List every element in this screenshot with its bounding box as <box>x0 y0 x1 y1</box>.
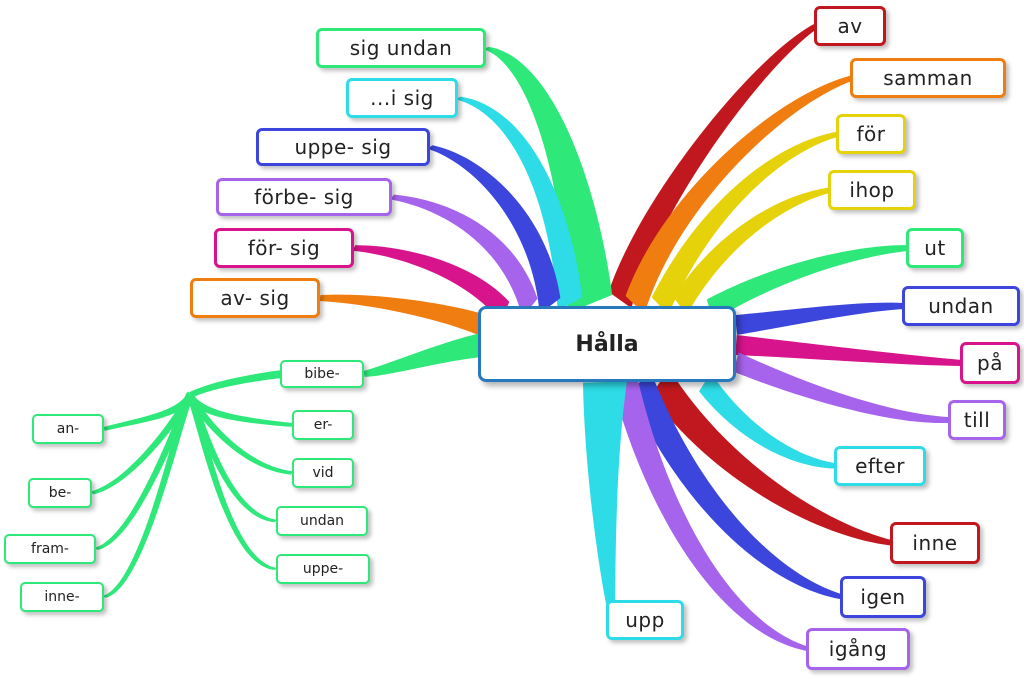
prefix-node-an[interactable]: an- <box>32 414 104 444</box>
node-label: be- <box>48 485 72 501</box>
node-label: undan <box>299 513 345 529</box>
node-label: till <box>963 408 991 432</box>
node-efter[interactable]: efter <box>834 446 926 486</box>
branch-upp <box>583 381 627 619</box>
node-label: uppe- <box>302 561 344 577</box>
branch-uppe-sig <box>427 145 561 314</box>
branch-bibe <box>363 333 485 377</box>
branch-igang <box>613 374 811 651</box>
branch-for-sig <box>352 245 510 323</box>
node-label: av- sig <box>220 286 290 310</box>
node-for[interactable]: för <box>836 114 906 154</box>
branch-for <box>651 131 841 315</box>
node-av-sig[interactable]: av- sig <box>190 278 320 318</box>
node-pa[interactable]: på <box>960 342 1020 384</box>
branch-prefix-left-2 <box>94 392 194 551</box>
node-label: inne <box>912 531 958 555</box>
branch-pa <box>735 335 963 366</box>
node-forbe-sig[interactable]: förbe- sig <box>216 178 392 216</box>
prefix-node-uppe[interactable]: uppe- <box>276 554 370 584</box>
branch-prefix-right-0 <box>188 391 293 427</box>
center-node-halla[interactable]: Hålla <box>478 306 736 382</box>
branch-prefix-right-2 <box>186 392 278 523</box>
branch-prefix-left-0 <box>103 391 192 431</box>
node-label: för- sig <box>247 236 321 260</box>
branch-undan <box>734 302 905 335</box>
branch-av-sig <box>319 294 484 336</box>
node-sig-undan[interactable]: sig undan <box>316 28 486 68</box>
branch-av <box>608 24 819 309</box>
node-label: samman <box>883 66 973 90</box>
node-label: uppe- sig <box>294 135 392 159</box>
prefix-node-be[interactable]: be- <box>28 478 92 508</box>
prefix-node-inne[interactable]: inne- <box>20 582 104 612</box>
node-label: ut <box>924 236 946 260</box>
branch-prefix-trunk <box>189 370 283 398</box>
node-ut[interactable]: ut <box>906 228 964 268</box>
node-uppe-sig[interactable]: uppe- sig <box>256 128 430 166</box>
node-upp[interactable]: upp <box>606 600 684 640</box>
node-label: efter <box>855 454 905 478</box>
branch-igen <box>629 371 845 600</box>
node-label: fram- <box>31 541 69 557</box>
node-till[interactable]: till <box>948 400 1006 440</box>
branch-samman <box>625 75 855 314</box>
prefix-node-vid[interactable]: vid <box>292 458 354 488</box>
node-label: er- <box>313 417 333 433</box>
branch-prefix-left-3 <box>102 393 194 598</box>
node-inne[interactable]: inne <box>890 522 980 564</box>
node-for-sig[interactable]: för- sig <box>214 228 354 268</box>
branch-sig-undan <box>483 46 613 314</box>
node-label: igen <box>860 585 906 609</box>
center-label: Hålla <box>575 331 639 357</box>
prefix-node-undan[interactable]: undan <box>276 506 368 536</box>
branch-efter <box>699 372 838 469</box>
node-undan[interactable]: undan <box>902 286 1020 326</box>
branch-i-sig <box>455 96 583 311</box>
node-label: ...i sig <box>370 86 434 110</box>
node-label: av <box>837 14 863 38</box>
node-label: upp <box>625 608 665 632</box>
branch-prefix-right-3 <box>186 393 278 570</box>
branch-layer <box>90 24 963 651</box>
node-label: undan <box>928 294 994 318</box>
node-label: för <box>856 122 886 146</box>
prefix-node-fram[interactable]: fram- <box>4 534 96 564</box>
prefix-node-er[interactable]: er- <box>292 410 354 440</box>
node-igen[interactable]: igen <box>840 576 926 618</box>
node-label: förbe- sig <box>254 185 354 209</box>
node-i-sig[interactable]: ...i sig <box>346 78 458 118</box>
node-label: igång <box>828 637 888 661</box>
node-label: inne- <box>44 589 80 605</box>
node-samman[interactable]: samman <box>850 58 1006 98</box>
node-av[interactable]: av <box>814 6 886 46</box>
branch-forbe-sig <box>390 194 538 318</box>
node-label: på <box>977 351 1003 375</box>
node-label: ihop <box>849 178 895 202</box>
node-label: sig undan <box>349 36 453 60</box>
branch-ihop <box>673 187 832 315</box>
prefix-node-bibe[interactable]: bibe- <box>280 360 364 388</box>
node-label: bibe- <box>304 366 340 382</box>
node-igang[interactable]: igång <box>806 628 910 670</box>
branch-inne <box>650 368 894 546</box>
node-ihop[interactable]: ihop <box>828 170 916 210</box>
node-label: vid <box>312 465 334 481</box>
node-label: an- <box>56 421 80 437</box>
branch-till <box>733 352 951 424</box>
branch-ut <box>706 245 909 321</box>
